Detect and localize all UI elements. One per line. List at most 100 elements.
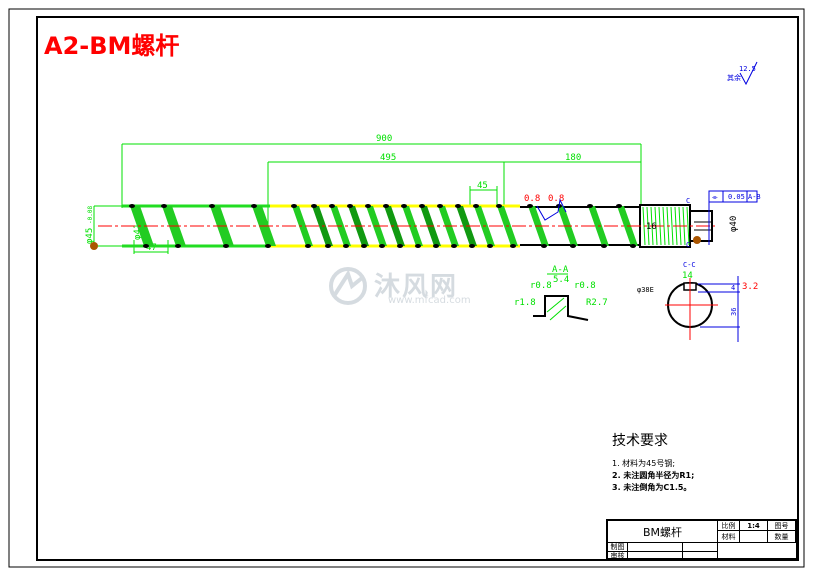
dimension-495 — [267, 161, 641, 224]
tech-item: 2. 未注圆角半径为R1; — [612, 471, 695, 480]
leader-line — [536, 198, 567, 221]
dim-45-label: 45 — [477, 181, 488, 191]
dimension-outer-dia — [93, 205, 122, 247]
dim-495-label: 495 — [380, 153, 396, 163]
drawn-date — [683, 543, 718, 552]
scale-label: 比例 — [718, 521, 740, 531]
flight-edge-dot — [379, 244, 385, 248]
screw-flight — [130, 206, 154, 246]
flight-edge-dot — [527, 204, 533, 208]
flight-edge-dot — [496, 204, 502, 208]
section-cc-dia: 36 — [730, 308, 738, 316]
flight-edge-dot — [601, 244, 607, 248]
outer-frame — [8, 8, 805, 568]
checked-value — [628, 552, 683, 560]
flight-edge-dot — [401, 204, 407, 208]
flight-edge-dot — [451, 244, 457, 248]
flight-edge-dot — [630, 244, 636, 248]
thread-dim-label: 16 — [646, 222, 657, 232]
flight-edge-dot — [541, 244, 547, 248]
checked-date — [683, 552, 718, 560]
thread-line — [670, 206, 674, 246]
flight-edge-dot — [343, 244, 349, 248]
checked-label: 审核 — [608, 552, 628, 560]
flight-edge-dot — [129, 204, 135, 208]
tolerance-symbol: ⌯ — [712, 193, 718, 201]
section-c-marker-top: C — [686, 197, 690, 205]
dim-900-label: 900 — [376, 134, 392, 144]
drawn-value — [628, 543, 683, 552]
surface-finish-value: 12.5 — [739, 65, 756, 73]
datum-b-icon — [693, 236, 701, 244]
flight-edge-dot — [437, 204, 443, 208]
geometric-tolerance-frame — [708, 190, 758, 245]
drawn-label: 制图 — [608, 543, 628, 552]
flight-edge-dot — [175, 244, 181, 248]
section-cc-roughness: 3.2 — [742, 282, 758, 292]
section-aa-r2: r0.8 — [574, 281, 596, 291]
flight-edge-dot — [587, 204, 593, 208]
flight-edge-dot — [329, 204, 335, 208]
dim-outer-dia-tolerance: -0.08 — [87, 206, 94, 224]
surface-finish-label: 其余 — [727, 73, 741, 82]
tolerance-datum: A-B — [748, 193, 761, 201]
tolerance-value: 0.05 — [728, 193, 745, 201]
flight-edge-dot — [325, 244, 331, 248]
end-dia-label: φ40 — [729, 216, 739, 232]
drawing-title: A2-BM螺杆 — [44, 32, 180, 60]
section-cc-key-width: 14 — [682, 271, 693, 281]
section-cc-title: C-C — [683, 261, 696, 269]
flight-edge-dot — [397, 244, 403, 248]
section-aa-title: A-A — [552, 265, 569, 275]
flight-edge-dot — [161, 204, 167, 208]
section-cc-view — [665, 276, 740, 342]
tech-heading: 技术要求 — [612, 433, 668, 449]
thread-line — [646, 206, 650, 246]
tech-item: 1. 材料为45号钢; — [612, 459, 676, 468]
flight-edge-dot — [616, 204, 622, 208]
section-aa-r3: r1.8 — [514, 298, 536, 308]
flight-edge-dot — [347, 204, 353, 208]
technical-requirements: 技术要求 1. 材料为45号钢; 2. 未注圆角半径为R1; 3. 未注倒角为C… — [612, 430, 694, 494]
flight-edge-dot — [305, 244, 311, 248]
flight-edge-dot — [143, 244, 149, 248]
drawing-no-label: 图号 — [768, 521, 796, 531]
section-aa-r1: r0.8 — [530, 281, 552, 291]
roughness-callout-1: 0.8 — [524, 194, 540, 204]
flight-edge-dot — [433, 244, 439, 248]
drawing-border — [36, 16, 799, 561]
screw-flight — [384, 206, 405, 246]
section-aa-view — [533, 273, 589, 321]
flight-edge-dot — [265, 244, 271, 248]
watermark: 沐风网 www.mfcad.com — [326, 266, 496, 310]
tech-item: 3. 未注倒角为C1.5。 — [612, 483, 692, 492]
watermark-text: 沐风网 — [374, 272, 459, 302]
flight-edge-dot — [365, 204, 371, 208]
watermark-logo-icon — [329, 267, 367, 305]
dim-outer-dia-label: φ45 — [85, 228, 95, 244]
scale-value: 1:4 — [740, 521, 768, 531]
dim-47-label: 47 — [146, 243, 157, 253]
flight-edge-dot — [570, 244, 576, 248]
material-label: 材料 — [718, 531, 740, 543]
flight-edge-dot — [251, 204, 257, 208]
flight-edge-dot — [223, 244, 229, 248]
flight-edge-dot — [419, 204, 425, 208]
section-c-marker-bottom: C — [686, 241, 690, 249]
roughness-callout-2: 0.8 — [548, 194, 564, 204]
quantity-label: 数量 — [768, 531, 796, 543]
flight-edge-dot — [455, 204, 461, 208]
flight-edge-dot — [361, 244, 367, 248]
dim-180-label: 180 — [565, 153, 581, 163]
flight-edge-dot — [209, 204, 215, 208]
title-block: BM螺杆 比例 1:4 图号 材料 数量 制图 审核 — [606, 519, 798, 560]
flight-edge-dot — [510, 244, 516, 248]
flight-edge-dot — [311, 204, 317, 208]
flight-edge-dot — [415, 244, 421, 248]
flight-edge-dot — [487, 244, 493, 248]
surface-finish-icon — [739, 61, 758, 86]
screw-flight — [402, 206, 423, 246]
screw-flight — [292, 206, 313, 246]
part-name: BM螺杆 — [608, 521, 718, 543]
